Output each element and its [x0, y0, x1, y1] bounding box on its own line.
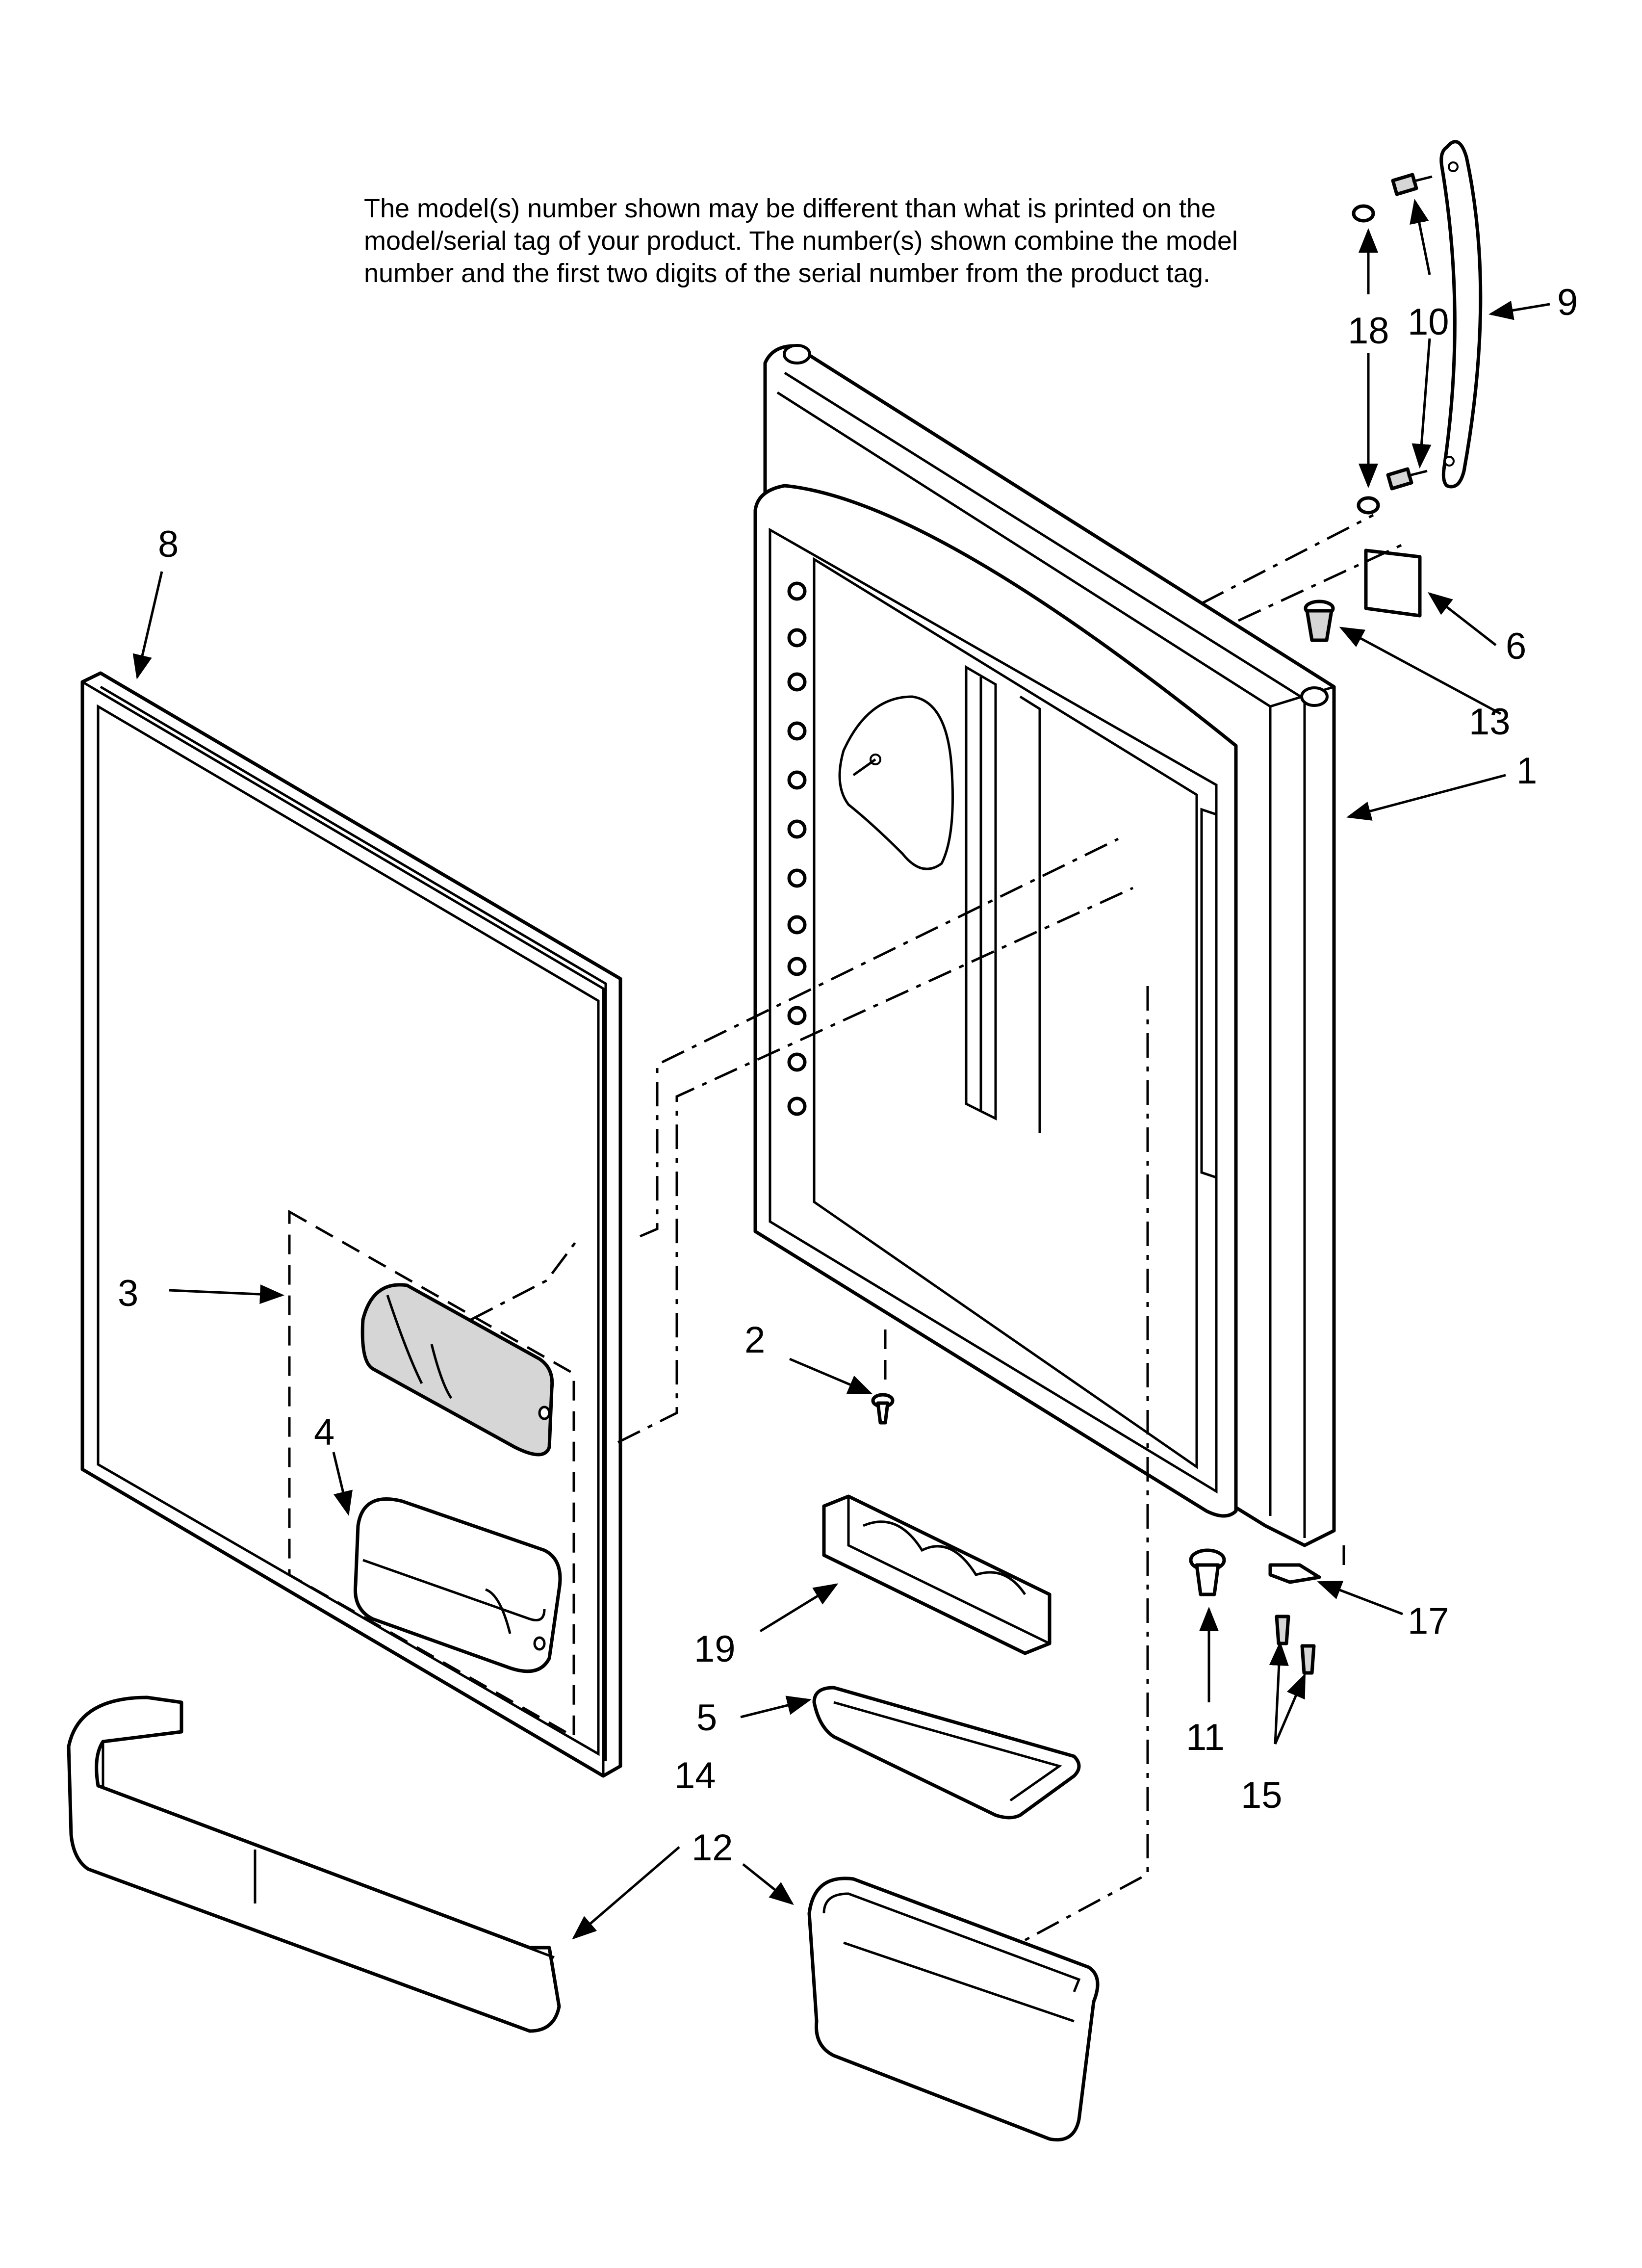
callout-10: 10 — [1408, 301, 1449, 343]
handle-screws-part-10 — [1386, 173, 1433, 491]
callout-13: 13 — [1469, 701, 1511, 743]
door-bin-part-12 — [807, 1877, 1100, 2142]
callout-9: 9 — [1557, 282, 1578, 323]
hinge-pin-part-11 — [1189, 1548, 1226, 1596]
hinge-bracket-part-17 — [1268, 1563, 1321, 1584]
callout-1: 1 — [1516, 750, 1537, 792]
callout-4: 4 — [314, 1411, 334, 1453]
callout-8: 8 — [158, 523, 179, 565]
callout-12: 12 — [692, 1827, 733, 1869]
shelf-part-5 — [812, 1686, 1081, 1820]
assembly-lines — [470, 514, 1404, 1944]
callout-2: 2 — [744, 1319, 765, 1361]
handle-part-9 — [1439, 140, 1483, 489]
dispenser-cover-part-3 — [360, 1283, 554, 1457]
door-rail-part-14 — [67, 1695, 561, 2033]
note-line-3: number and the first two digits of the s… — [364, 259, 1210, 288]
callout-14: 14 — [674, 1755, 716, 1797]
callout-19: 19 — [694, 1628, 736, 1670]
clip-row — [787, 581, 807, 1116]
callout-17: 17 — [1408, 1600, 1449, 1642]
callout-3: 3 — [118, 1273, 138, 1314]
model-number-note: The model(s) number shown may be differe… — [364, 192, 1345, 289]
cover-plate-part-6 — [1364, 548, 1422, 618]
callout-5: 5 — [696, 1697, 717, 1739]
leader-arrows — [132, 199, 1550, 1940]
door-stop-part-2 — [871, 1393, 895, 1425]
callout-6: 6 — [1506, 626, 1526, 667]
note-line-1: The model(s) number shown may be differe… — [364, 194, 1216, 223]
callout-18: 18 — [1348, 310, 1389, 352]
door-liner-part-8 — [80, 671, 622, 1778]
door-assembly-part-1 — [753, 344, 1336, 1547]
plugs-part-18 — [1352, 204, 1380, 515]
callout-11: 11 — [1186, 1717, 1225, 1758]
dispenser-bin-part-4 — [353, 1497, 562, 1673]
callout-labels: 1 2 3 4 5 6 8 9 10 11 12 13 14 15 17 18 … — [118, 282, 1578, 1869]
screws-part-15 — [1275, 1615, 1316, 1675]
note-line-2: model/serial tag of your product. The nu… — [364, 226, 1238, 256]
bushing-part-13 — [1304, 600, 1335, 642]
tray-part-19 — [822, 1494, 1052, 1655]
callout-15: 15 — [1241, 1774, 1283, 1816]
